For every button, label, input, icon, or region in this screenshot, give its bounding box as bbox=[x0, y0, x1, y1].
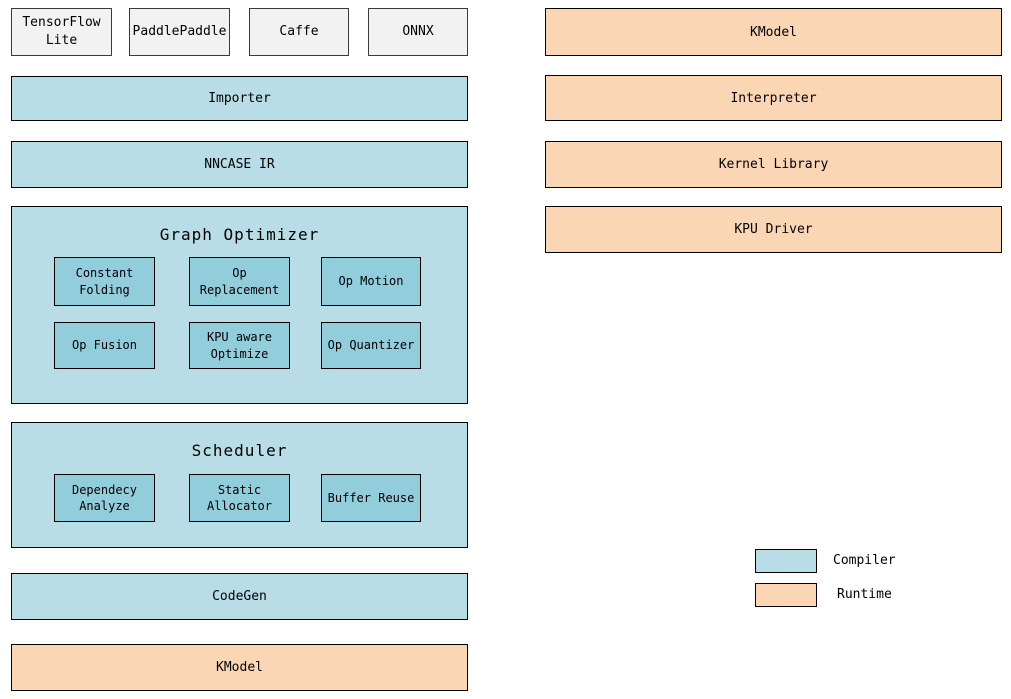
codegen-label: CodeGen bbox=[212, 589, 267, 604]
optimizer-pass-kpu-aware-optimize: KPU aware Optimize bbox=[189, 322, 290, 369]
framework-box-onnx: ONNX bbox=[368, 8, 468, 56]
scheduler-container: Scheduler Dependecy Analyze Static Alloc… bbox=[11, 422, 468, 548]
legend-swatch-compiler bbox=[755, 549, 817, 573]
importer-box: Importer bbox=[11, 76, 468, 121]
runtime-kpu-driver-box: KPU Driver bbox=[545, 206, 1002, 253]
runtime-label: KPU Driver bbox=[734, 222, 813, 237]
scheduler-pass-buffer-reuse: Buffer Reuse bbox=[321, 474, 421, 522]
pass-label: Op Quantizer bbox=[327, 338, 415, 353]
optimizer-pass-constant-folding: Constant Folding bbox=[54, 257, 155, 306]
scheduler-pass-static-allocator: Static Allocator bbox=[189, 474, 290, 522]
pass-label: Op Fusion bbox=[71, 338, 138, 353]
legend-label-runtime: Runtime bbox=[837, 587, 892, 602]
pass-label: Static Allocator bbox=[206, 482, 273, 513]
framework-box-paddlepaddle: PaddlePaddle bbox=[129, 8, 230, 56]
scheduler-pass-dependecy-analyze: Dependecy Analyze bbox=[54, 474, 155, 522]
runtime-label: Kernel Library bbox=[718, 157, 829, 172]
framework-box-tensorflow-lite: TensorFlow Lite bbox=[11, 8, 112, 56]
framework-label: PaddlePaddle bbox=[132, 24, 227, 40]
optimizer-pass-op-quantizer: Op Quantizer bbox=[321, 322, 421, 369]
graph-optimizer-container: Graph Optimizer Constant Folding Op Repl… bbox=[11, 206, 468, 404]
scheduler-title: Scheduler bbox=[191, 441, 288, 460]
kmodel-label: KModel bbox=[216, 660, 263, 675]
kmodel-output-box: KModel bbox=[11, 644, 468, 691]
optimizer-pass-op-fusion: Op Fusion bbox=[54, 322, 155, 369]
framework-label: TensorFlow Lite bbox=[22, 15, 101, 48]
runtime-kmodel-box: KModel bbox=[545, 8, 1002, 56]
codegen-box: CodeGen bbox=[11, 573, 468, 620]
runtime-kernel-library-box: Kernel Library bbox=[545, 141, 1002, 188]
runtime-interpreter-box: Interpreter bbox=[545, 75, 1002, 121]
pass-label: Constant Folding bbox=[75, 266, 134, 297]
legend-swatch-runtime bbox=[755, 583, 817, 607]
importer-label: Importer bbox=[208, 91, 271, 106]
pass-label: KPU aware Optimize bbox=[206, 330, 273, 361]
framework-box-caffe: Caffe bbox=[249, 8, 349, 56]
optimizer-pass-op-replacement: Op Replacement bbox=[189, 257, 290, 306]
legend-label-compiler: Compiler bbox=[833, 553, 896, 568]
pass-label: Op Motion bbox=[338, 274, 404, 289]
pass-label: Op Replacement bbox=[199, 266, 280, 297]
pass-label: Buffer Reuse bbox=[327, 490, 415, 505]
framework-label: Caffe bbox=[279, 24, 319, 40]
nncase-ir-label: NNCASE IR bbox=[204, 157, 275, 172]
nncase-ir-box: NNCASE IR bbox=[11, 141, 468, 188]
runtime-label: Interpreter bbox=[730, 90, 817, 106]
pass-label: Dependecy Analyze bbox=[71, 482, 138, 513]
optimizer-pass-op-motion: Op Motion bbox=[321, 257, 421, 306]
graph-optimizer-title: Graph Optimizer bbox=[159, 225, 320, 244]
runtime-label: KModel bbox=[750, 24, 797, 40]
framework-label: ONNX bbox=[402, 24, 434, 40]
